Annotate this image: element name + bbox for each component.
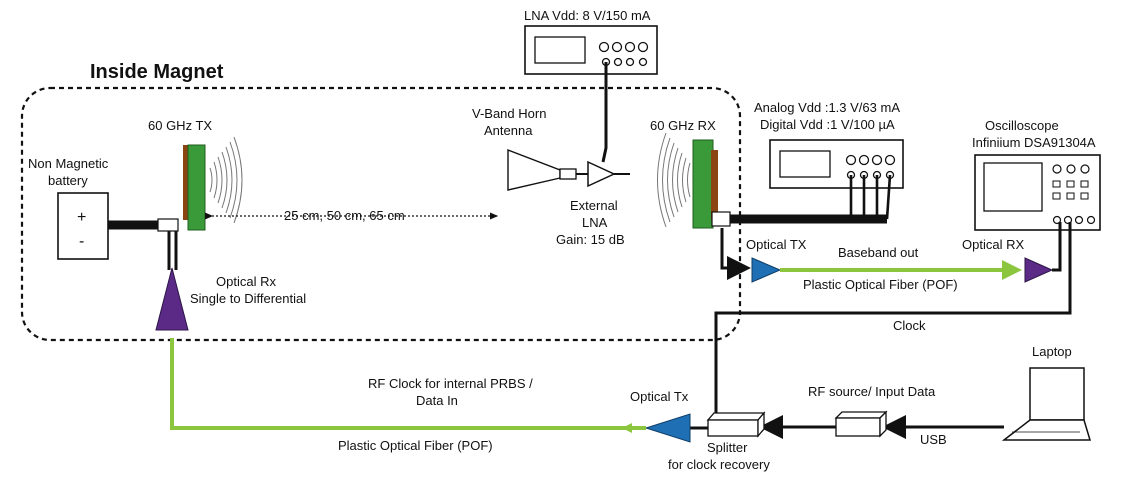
tx-wave-icon [209,136,243,224]
laptop-icon [1001,367,1092,441]
battery-minus: - [79,233,84,250]
optical-tx-top-icon [751,257,782,283]
oscilloscope [974,154,1101,231]
lna-power-supply [524,25,658,75]
rf-clock-label-line2: Data In [416,393,458,408]
lna-supply-label: LNA Vdd: 8 V/150 mA [524,8,651,23]
splitter-label-line2: for clock recovery [668,457,770,472]
non-magnetic-battery [57,192,109,260]
tx-label: 60 GHz TX [148,118,212,133]
analog-vdd-label: Analog Vdd :1.3 V/63 mA [754,100,900,115]
optical-rx-inner-line1: Optical Rx [216,274,276,289]
inside-magnet-title: Inside Magnet [90,61,224,83]
optical-rx-to-scope-cable [1052,222,1062,272]
optical-rx-top-label: Optical RX [962,237,1024,252]
lna-supply-cable [601,62,608,163]
lna-label-line3: Gain: 15 dB [556,232,625,247]
pof-bottom-link [170,338,646,430]
horn-antenna-icon [507,148,577,191]
battery-label-line1: Non Magnetic [28,156,109,171]
supply-leads [849,174,892,220]
horn-label-line2: Antenna [484,123,533,138]
splitter-box [706,411,766,438]
pof-bottom-label: Plastic Optical Fiber (POF) [338,438,493,453]
chip-power-supply [769,139,904,189]
tx-chip [183,144,206,231]
optical-tx-bottom-label: Optical Tx [630,389,689,404]
rf-source-label: RF source/ Input Data [808,384,936,399]
usb-label: USB [920,432,947,447]
optical-rx-top-icon [1024,257,1054,283]
optical-tx-bottom-icon [644,413,691,443]
clock-label: Clock [893,318,926,333]
splitter-label-line1: Splitter [707,440,748,455]
laptop-label: Laptop [1032,344,1072,359]
optical-rx-inner-line2: Single to Differential [190,291,306,306]
optical-rx-inner-icon [155,267,189,331]
rx-chip [692,139,718,229]
pof-top-label: Plastic Optical Fiber (POF) [803,277,958,292]
rx-label: 60 GHz RX [650,118,716,133]
inside-magnet-boundary [20,86,742,342]
rf-clock-label-line1: RF Clock for internal PRBS / [368,376,533,391]
clock-cable [714,222,1072,415]
battery-plus: + [77,209,86,226]
rx-to-optical-tx-cable [720,228,751,280]
distance-label: 25 cm, 50 cm, 65 cm [284,208,405,223]
lna-label-line1: External [570,198,618,213]
oscilloscope-label-line1: Oscilloscope [985,118,1059,133]
optical-tx-top-label: Optical TX [746,237,807,252]
external-lna-icon [587,160,616,188]
lna-label-line2: LNA [582,215,608,230]
oscilloscope-label-line2: Infiniium DSA91304A [972,135,1096,150]
battery-label-line2: battery [48,173,88,188]
horn-label-line1: V-Band Horn [472,106,546,121]
rf-source-box [834,410,888,438]
rx-wave-icon [657,132,691,228]
baseband-out-label: Baseband out [838,245,919,260]
digital-vdd-label: Digital Vdd :1 V/100 µA [760,117,895,132]
